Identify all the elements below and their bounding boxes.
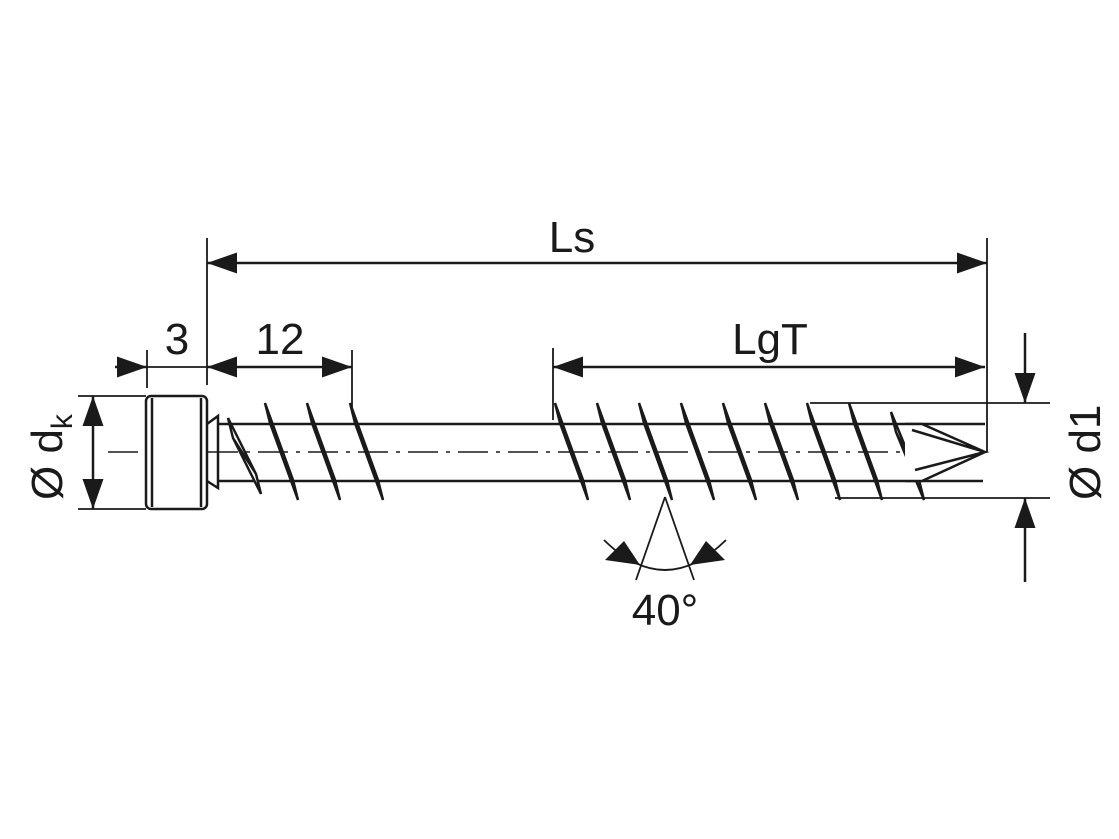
lgt-label: LgT — [732, 315, 808, 364]
thread-flight — [305, 402, 342, 501]
threads — [226, 402, 926, 501]
thread-flight — [226, 417, 263, 495]
ls-label: Ls — [549, 213, 595, 262]
head-diameter-label: Ø dk — [23, 413, 79, 500]
thread-flight — [553, 402, 590, 501]
thread-flight — [348, 402, 385, 501]
thread-flight — [721, 402, 758, 501]
screw-head — [144, 394, 209, 511]
thread-diameter-label: Ø d1 — [1061, 405, 1110, 500]
thread-flight — [679, 402, 716, 501]
thread-flight — [637, 402, 674, 501]
thread-flight — [805, 402, 842, 501]
thread-flight — [263, 402, 300, 501]
head-height-label: 3 — [165, 315, 189, 364]
thread-flight — [763, 402, 800, 501]
thread-flight — [847, 402, 884, 501]
thread-flight — [595, 402, 632, 501]
screw-tip — [905, 422, 990, 483]
angle-label: 40° — [632, 586, 699, 635]
upper-thread-label: 12 — [256, 315, 305, 364]
